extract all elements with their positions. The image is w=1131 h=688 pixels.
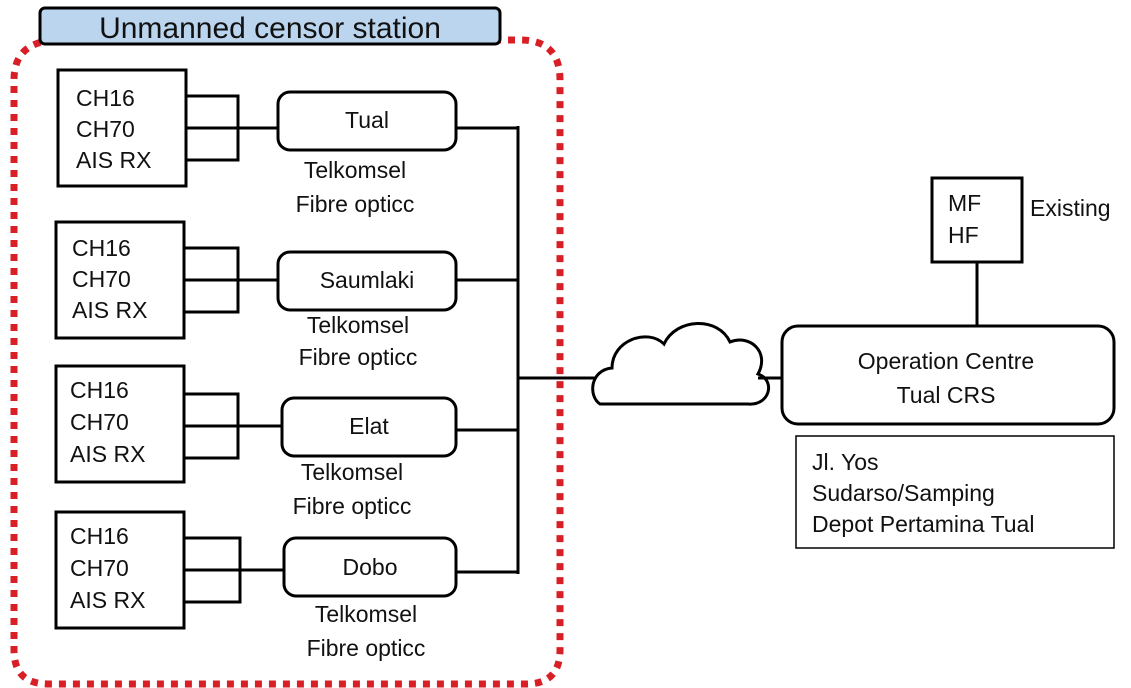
channel-label: CH16 (72, 235, 131, 261)
title-box (38, 6, 502, 46)
mfhf-box (930, 176, 1024, 264)
station-name: Tual (345, 107, 389, 133)
station-row: CH16 CH70 AIS RX Saumlaki Telkomsel Fibr… (54, 220, 518, 370)
channel-bus-connector (184, 246, 278, 314)
unmanned-station-boundary (10, 36, 564, 688)
channel-label: CH16 (70, 523, 129, 549)
station-row: CH16 CH70 AIS RX Dobo Telkomsel Fibre op… (54, 510, 518, 661)
cloud-icon (591, 322, 770, 406)
channel-label: CH70 (70, 409, 129, 435)
channel-label: AIS RX (70, 587, 145, 613)
diagram-title: Unmanned censor station (99, 12, 441, 45)
channel-bus-connector (184, 392, 282, 460)
address-line: Jl. Yos (812, 449, 879, 475)
mfhf-label: MF (948, 190, 981, 216)
station-box (282, 536, 458, 598)
link-label: Telkomsel (301, 459, 403, 485)
channel-label: CH70 (70, 555, 129, 581)
link-label: Fibre opticc (299, 344, 418, 370)
link-label: Telkomsel (304, 157, 406, 183)
station-box (280, 396, 458, 458)
channel-box (56, 68, 188, 188)
link-label: Telkomsel (315, 601, 417, 627)
existing-label: Existing (1030, 195, 1111, 221)
station-name: Dobo (343, 554, 398, 580)
channel-bus-connector (186, 94, 278, 162)
channel-box (54, 364, 186, 484)
station-name: Saumlaki (320, 267, 415, 293)
station-name: Elat (349, 413, 389, 439)
station-row: CH16 CH70 AIS RX Elat Telkomsel Fibre op… (54, 364, 518, 519)
link-label: Fibre opticc (307, 635, 426, 661)
mfhf-label: HF (948, 222, 979, 248)
link-label: Fibre opticc (296, 191, 415, 217)
link-label: Fibre opticc (293, 493, 412, 519)
address-line: Sudarso/Samping (812, 480, 995, 506)
channel-box (54, 220, 186, 340)
link-label: Telkomsel (307, 312, 409, 338)
channel-bus-connector (184, 536, 284, 604)
operation-centre-label: Tual CRS (897, 382, 996, 408)
operation-centre-label: Operation Centre (858, 348, 1034, 374)
channel-label: CH70 (72, 266, 131, 292)
channel-label: AIS RX (72, 297, 147, 323)
channel-label: CH70 (76, 116, 135, 142)
address-box (795, 435, 1115, 549)
operation-centre-box (780, 324, 1116, 426)
channel-label: CH16 (70, 377, 129, 403)
channel-label: AIS RX (76, 147, 151, 173)
channel-box (54, 510, 186, 630)
station-row: CH16 CH70 AIS RX Tual Telkomsel Fibre op… (56, 68, 518, 217)
channel-label: CH16 (76, 85, 135, 111)
station-box (276, 90, 458, 152)
channel-label: AIS RX (70, 441, 145, 467)
address-line: Depot Pertamina Tual (812, 511, 1034, 537)
